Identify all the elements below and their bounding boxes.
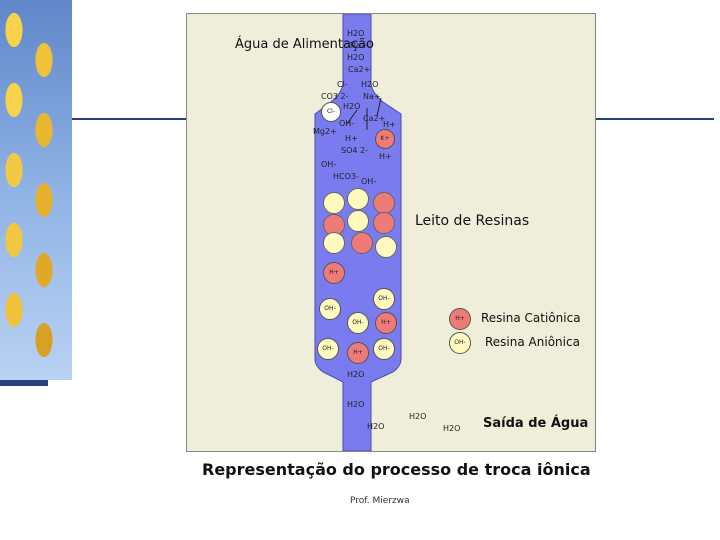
water-label: H2O <box>367 422 385 431</box>
diagram-panel: Água de Alimentação H2O Na+ H2O Ca2+ Cl-… <box>186 13 596 452</box>
resin-bed-label: Leito de Resinas <box>415 213 530 229</box>
ion-exchange-column <box>314 14 402 451</box>
legend-anion-symbol: OH- <box>449 332 471 354</box>
output-water-label: Saída de Água <box>483 416 589 431</box>
anion-resin-bead <box>323 232 345 254</box>
decorative-corn-strip <box>0 0 72 380</box>
ion-label: H2O <box>343 102 361 111</box>
ion-label: Cl- <box>337 80 348 89</box>
anion-resin-bead <box>347 210 369 232</box>
feed-water-label: Água de Alimentação <box>235 37 375 52</box>
hydrogen-ion-bead: H+ <box>347 342 369 364</box>
ion-label: H2O <box>347 29 365 38</box>
ion-label: H+ <box>383 120 396 129</box>
anion-resin-bead <box>375 236 397 258</box>
author-credit: Prof. Mierzwa <box>350 496 410 506</box>
anion-resin-bead <box>347 188 369 210</box>
anion-resin-bead <box>323 192 345 214</box>
potassium-ion: K+ <box>375 129 395 149</box>
hydroxide-ion-bead: OH- <box>347 312 369 334</box>
cation-resin-bead <box>373 212 395 234</box>
ion-pointer-lines <box>347 97 382 130</box>
ion-label: SO4 2- <box>341 146 368 155</box>
cation-resin-bead <box>351 232 373 254</box>
ion-label: H2O <box>347 53 365 62</box>
ion-label: Ca2+ <box>348 65 371 74</box>
hydrogen-ion-bead: H+ <box>323 262 345 284</box>
legend-cation-symbol: H+ <box>449 308 471 330</box>
water-label: H2O <box>347 400 365 409</box>
ion-label: OH- <box>321 160 337 169</box>
ion-label: Mg2+ <box>313 127 337 136</box>
ion-label: HCO3- <box>333 172 359 181</box>
divider-line-right <box>594 118 714 120</box>
ion-label: H2O <box>361 80 379 89</box>
ion-label: OH- <box>361 177 377 186</box>
water-label: H2O <box>347 370 365 379</box>
ion-label: Ca2+ <box>363 114 386 123</box>
hydroxide-ion-bead: OH- <box>317 338 339 360</box>
legend-cation-label: Resina Catiônica <box>481 311 581 325</box>
ion-label: H+ <box>345 134 358 143</box>
hydroxide-ion-bead: OH- <box>373 338 395 360</box>
ion-label: OH- <box>339 119 355 128</box>
cation-resin-bead <box>373 192 395 214</box>
ion-label: H+ <box>379 152 392 161</box>
water-label: H2O <box>409 412 427 421</box>
ion-label: Na+ <box>363 92 381 101</box>
hydrogen-ion-bead: H+ <box>375 312 397 334</box>
hydroxide-ion-bead: OH- <box>319 298 341 320</box>
chloride-ion: Cl- <box>321 102 341 122</box>
ion-label: Na+ <box>350 41 368 50</box>
decorative-bar <box>0 380 48 386</box>
hydroxide-ion-bead: OH- <box>373 288 395 310</box>
divider-line-left <box>72 118 186 120</box>
legend-anion-label: Resina Aniônica <box>485 335 580 349</box>
water-label: H2O <box>443 424 461 433</box>
ion-label: CO3 2- <box>321 92 349 101</box>
diagram-title: Representação do processo de troca iônic… <box>202 460 591 479</box>
